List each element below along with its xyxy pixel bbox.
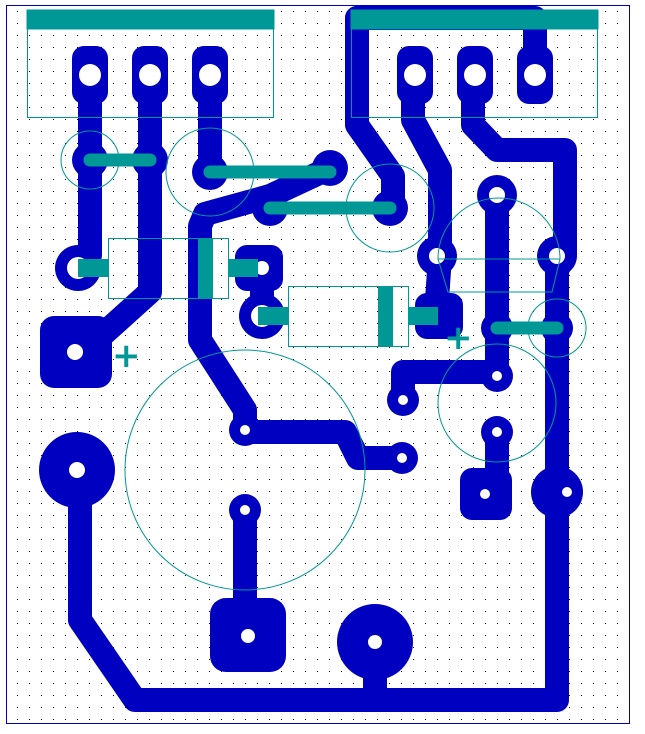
diode-pad bbox=[415, 293, 463, 339]
diode-cathode-band bbox=[198, 238, 213, 299]
header-bar bbox=[350, 9, 599, 30]
board-outline bbox=[6, 5, 630, 724]
polarity-mark: + bbox=[444, 318, 473, 358]
diode-lead bbox=[258, 307, 288, 325]
large-pad bbox=[531, 466, 583, 518]
transistor-outline bbox=[437, 197, 561, 293]
polarity-mark: + bbox=[112, 336, 141, 376]
component-outline bbox=[124, 349, 366, 591]
diode-lead bbox=[408, 307, 438, 325]
diode-lead bbox=[78, 259, 108, 277]
diode-lead bbox=[228, 259, 258, 277]
diode-cathode-band bbox=[378, 286, 393, 347]
silkscreen-fill bbox=[26, 9, 599, 347]
component-outline bbox=[437, 343, 557, 463]
header-bar bbox=[26, 9, 275, 30]
trace bbox=[188, 156, 414, 470]
